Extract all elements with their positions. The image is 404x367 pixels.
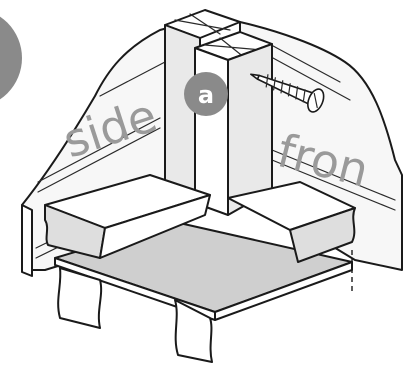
block-a <box>195 32 272 215</box>
callout-letter: a <box>198 81 214 109</box>
step-circle-icon <box>0 8 22 108</box>
callout-badge-a: a <box>184 72 228 116</box>
